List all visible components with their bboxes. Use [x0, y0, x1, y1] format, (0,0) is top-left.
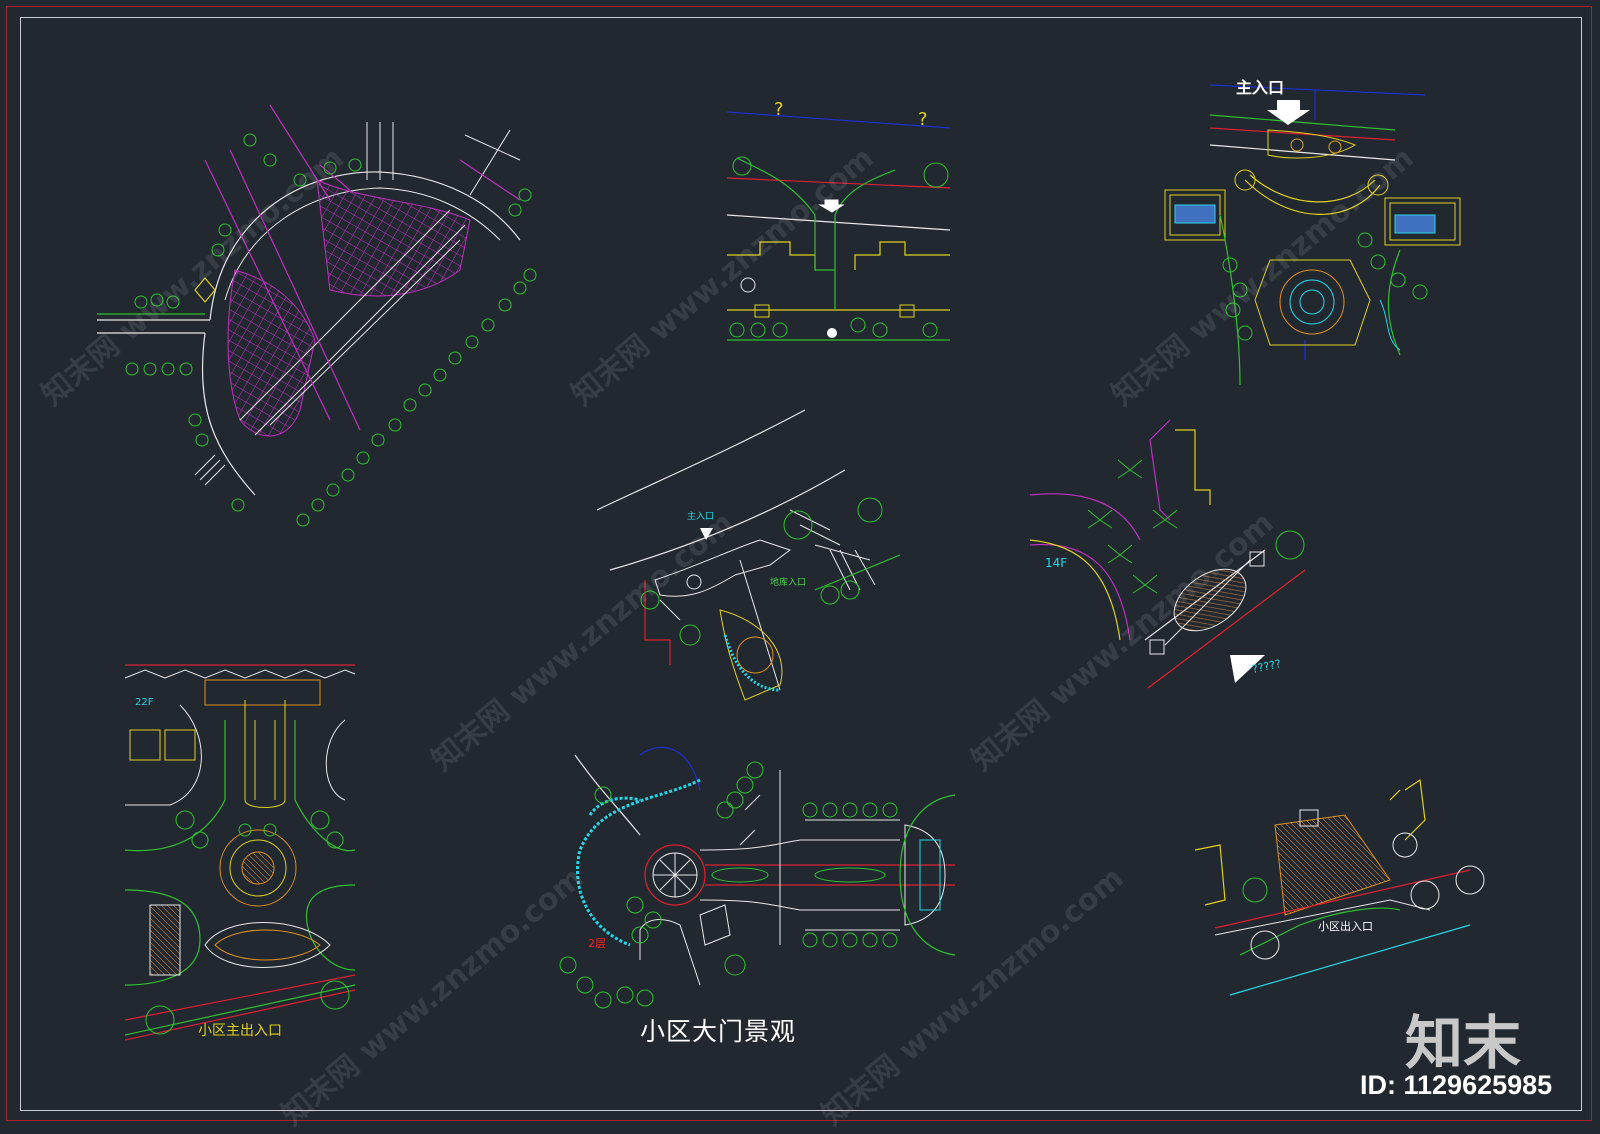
watermark-id: ID: 1129625985	[1360, 1070, 1553, 1100]
plan-oval-plaza-right	[1029, 419, 1306, 689]
plan-community-exit-bottom-right	[1194, 778, 1485, 996]
floor-14-label: 14F	[1045, 556, 1068, 570]
main-entrance-label-small: 主入口	[687, 512, 715, 522]
watermark-logo: 知末	[1405, 1009, 1522, 1077]
community-exit-label: 小区出入口	[1318, 920, 1373, 933]
plan-entrance-top-center	[726, 111, 951, 341]
plan-main-exit-bottom-left	[124, 664, 356, 1041]
drawing-frame-inner	[20, 17, 1582, 1111]
floor-22-label: 22F	[135, 697, 154, 708]
plan-center-garage	[596, 409, 901, 701]
garage-entrance-label: 地库入口	[770, 578, 807, 588]
plan-community-gate-bottom-center	[559, 746, 956, 1009]
drawing-title: 小区大门景观	[640, 1017, 797, 1046]
main-entrance-label: 主入口	[1236, 78, 1285, 97]
floor-2-label: 2层	[588, 937, 606, 950]
community-main-exit-label: 小区主出入口	[198, 1023, 282, 1039]
plan-intersection-top-left	[97, 104, 537, 527]
question-mark-label: ?	[918, 109, 928, 130]
drawing-frame-outer	[6, 6, 1592, 1121]
question-mark-label: ?	[774, 99, 784, 120]
plan-main-entrance-top-right	[1164, 84, 1461, 386]
